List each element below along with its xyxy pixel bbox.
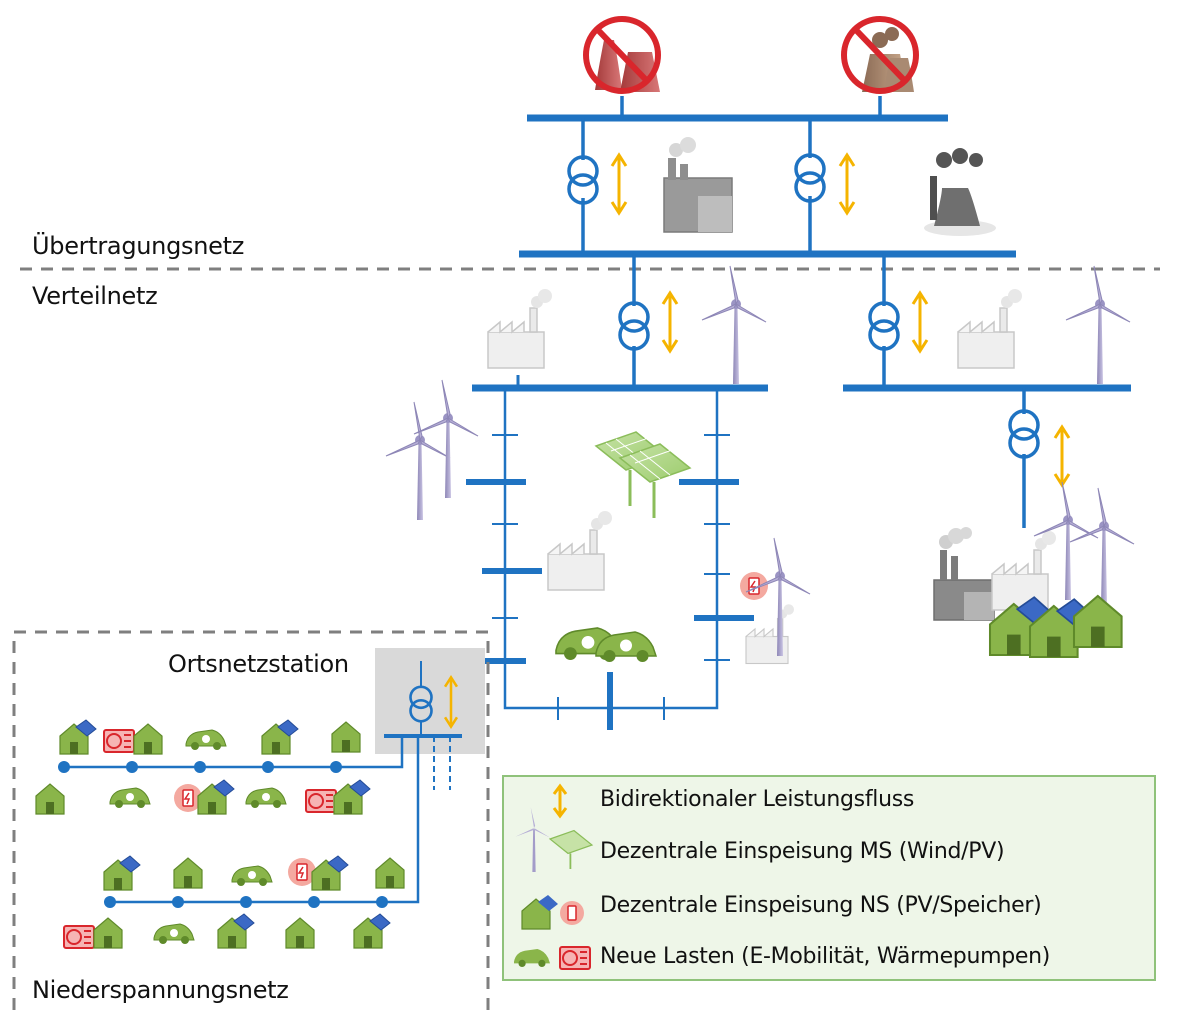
factory-dark-icon [933,526,995,621]
house-pv-icon [197,779,235,815]
house-icon [133,723,163,755]
legend-item-label: Dezentrale Einspeisung MS (Wind/PV) [600,839,1005,864]
wind-turbine-icon [701,265,767,385]
house-pv-icon [217,913,255,949]
house-icon [93,917,123,949]
ev-icon [109,787,151,809]
ev-heatpump-icon [514,946,591,970]
wind-pv-icon [515,807,594,872]
house-pv-icon [353,913,391,949]
house-pv-icon [311,855,349,891]
factory-dark-icon [663,137,733,233]
house-battery-icon [521,895,584,930]
transformer-icon [567,155,599,205]
transmission-busbar-top [527,96,948,254]
bidirectional-arrow-icon [661,291,679,353]
bidirectional-arrow-icon [552,783,568,819]
house-icon [285,917,315,949]
house-pv-icon [59,719,97,755]
wind-turbine-icon [1069,487,1135,607]
factory-icon [991,530,1057,611]
house-icon [35,783,65,815]
transformer-icon [1008,409,1040,459]
transformer-icon [868,301,900,351]
transformer-icon [794,153,826,203]
ev-group-icon [555,627,657,663]
ev-icon [231,865,273,887]
pv-park-icon [594,430,692,520]
heat-pump-icon [63,925,95,949]
bidirectional-arrow-icon [1053,425,1071,487]
house-icon [173,857,203,889]
distribution-label: Verteilnetz [32,282,158,310]
low-voltage-area [12,630,490,1010]
factory-icon [487,288,553,369]
house-icon [331,721,361,753]
legend-item-label: Neue Lasten (E-Mobilität, Wärmepumpen) [600,944,1051,969]
bidirectional-arrow-icon [838,153,856,215]
heat-pump-icon [103,729,135,753]
legend-item-label: Bidirektionaler Leistungsfluss [600,787,915,812]
nuclear-plant-dark-icon [924,148,996,236]
factory-icon [957,288,1023,369]
legend-item-label: Dezentrale Einspeisung NS (PV/Speicher) [600,893,1042,918]
transformer-icon [618,301,650,351]
bidirectional-arrow-icon [911,291,929,353]
low-voltage-network [58,661,462,908]
legend-icons [514,783,594,970]
house-pv-icon [261,719,299,755]
house-pv-icon [103,855,141,891]
low-voltage-label: Niederspannungsnetz [32,976,289,1004]
house-pv-icon [333,779,371,815]
battery-icon [739,571,769,601]
factory-icon [547,510,613,591]
legend: Bidirektionaler Leistungsfluss Dezentral… [502,775,1156,981]
transmission-label: Übertragungsnetz [32,232,244,260]
wind-turbine-icon [385,401,451,521]
factory-small-icon [745,603,795,665]
wind-turbine-icon [1065,265,1131,385]
nuclear-plant-prohibited-icon [841,16,919,94]
ev-icon [153,923,195,945]
house-icon [375,857,405,889]
substation-label: Ortsnetzstation [168,650,349,678]
heat-pump-icon [305,789,337,813]
ev-icon [245,787,287,809]
bidirectional-arrow-icon [610,153,628,215]
ev-icon [185,729,227,751]
coal-plant-prohibited-icon [583,16,661,94]
